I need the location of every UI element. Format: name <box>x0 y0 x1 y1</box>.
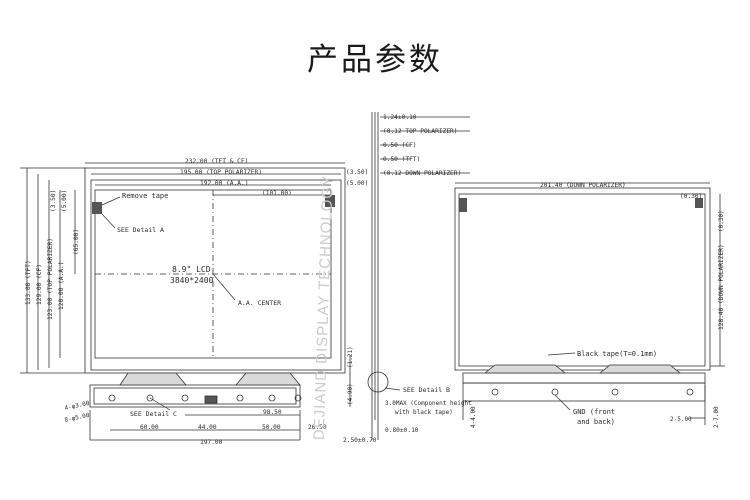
dim-back-height: 128.40 (DOWN POLARIZER) <box>718 244 725 330</box>
component-note-2: with black tape) <box>395 409 453 416</box>
hole-label-1: 4-φ3.00 <box>64 400 91 412</box>
panel-outline <box>84 167 346 374</box>
gnd-label-2: and back) <box>577 418 615 426</box>
see-detail-a-label: SEE Detail A <box>117 226 164 234</box>
page-title: 产品参数 <box>307 42 443 78</box>
component-note-1: 3.0MAX (Component height <box>385 400 472 407</box>
dim-26-50: 26.50 <box>308 424 327 431</box>
dim-left-133: 133.00 (TFT) <box>25 260 32 305</box>
dim-left-2: (5.00) <box>61 190 68 212</box>
dim-50: 50.00 <box>262 424 281 431</box>
thickness-top-polarizer: (0.12 TOP POLARIZER) <box>383 128 458 135</box>
dim-2-500: 2-5.00 <box>670 416 692 423</box>
back-tape-marker <box>459 198 467 212</box>
dim-250: 2.50±0.70 <box>343 437 377 444</box>
dim-4-400: 4-4.00 <box>470 406 477 428</box>
dim-60: 60.00 <box>140 424 159 431</box>
dim-080: 0.80±0.10 <box>385 427 419 434</box>
top-polarizer-outline <box>90 179 342 371</box>
remove-tape-label: Remove tape <box>122 192 168 200</box>
dim-right-2: (5.00) <box>346 180 368 187</box>
see-detail-b-label: SEE Detail B <box>403 386 450 394</box>
thickness-down-polarizer: (0.12 DOWN POLARIZER) <box>383 170 461 177</box>
back-panel-outline <box>454 187 711 371</box>
hole-label-2: 8-φ5.00 <box>64 412 91 424</box>
dim-2-700: 2-7.00 <box>713 406 720 428</box>
thickness-cf: 0.50 (CF) <box>383 142 417 149</box>
corner-tape-marker <box>325 195 335 207</box>
lcd-size-label: 8.9" LCD <box>172 265 211 274</box>
thickness-total: 1.24±0.10 <box>383 114 417 121</box>
remove-tape-marker <box>92 202 102 214</box>
back-corner-marker <box>695 198 703 208</box>
dim-left-123: 123.00 (TOP POLARIZER) <box>47 238 54 320</box>
black-tape-label: Black tape(T=0.1mm) <box>577 350 657 358</box>
dim-back-030-right: (0.30) <box>718 210 725 232</box>
dim-98-50: 98.50 <box>263 409 282 416</box>
dim-right-1: (3.50) <box>346 169 368 176</box>
gnd-label-1: GND (front <box>573 408 615 416</box>
dim-left-1: (3.50) <box>50 190 57 212</box>
aa-center-label: A.A. CENTER <box>238 299 281 307</box>
dim-back-030-top: (0.30) <box>680 193 702 200</box>
dim-44: 44.00 <box>198 424 217 431</box>
dim-aa: 192.00 (A.A.) <box>200 180 248 187</box>
thickness-tft: 0.50 (TFT) <box>383 156 420 163</box>
dim-left-65: (65.00) <box>73 229 80 255</box>
dim-right-121: (1.21) <box>347 346 354 368</box>
dim-top-polarizer: 195.00 (TOP POLARIZER) <box>180 169 262 176</box>
see-detail-c-label: SEE Detail C <box>130 410 177 418</box>
dim-top-overall: 232.00 (TFT & CF) <box>185 158 248 165</box>
dim-left-120: 120.00 (A.A.) <box>58 262 65 310</box>
dim-back-width: 201.40 (DOWN POLARIZER) <box>540 182 626 189</box>
dim-center: (101.00) <box>262 190 292 197</box>
resolution-label: 3840*2400 <box>170 276 214 285</box>
dim-right-490: (4.90) <box>347 383 354 405</box>
dim-left-129: 129.00 (CF) <box>36 264 43 305</box>
dim-197: 197.00 <box>200 439 223 446</box>
